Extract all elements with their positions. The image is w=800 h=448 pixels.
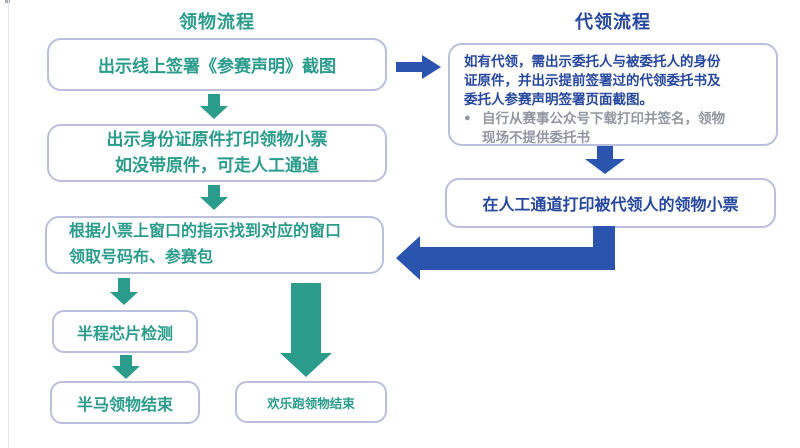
- pickup-step-label: 出示身份证原件打印领物小票: [106, 130, 328, 149]
- arrow-down-icon: [585, 146, 625, 174]
- proxy-step-note: ● 自行从赛事公众号下载打印并签名，领物 现场不提供委托书: [464, 109, 725, 147]
- pickup-step-find-window-box: 根据小票上窗口的指示找到对应的窗口 领取号码布、参赛包: [45, 216, 384, 274]
- pickup-step-label: 欢乐跑领物结束: [267, 396, 355, 411]
- proxy-step-label: 如有代领，需出示委托人与被委托人的身份: [464, 54, 721, 69]
- proxy-step-label: 委托人参赛声明签署页面截图。: [464, 92, 653, 107]
- pickup-step-label: 半马领物结束: [76, 396, 173, 414]
- pickup-step-fun-run-end-box: 欢乐跑领物结束: [235, 381, 387, 423]
- pickup-step-show-declaration-box: 出示线上签署《参赛声明》截图: [47, 38, 387, 91]
- pickup-step-show-id-box: 出示身份证原件打印领物小票 如没带原件，可走人工通道: [47, 124, 387, 182]
- proxy-step-print-ticket-box: 在人工通道打印被代领人的领物小票: [445, 178, 776, 228]
- arrow-down-icon: [200, 185, 228, 210]
- pickup-step-label: 出示线上签署《参赛声明》截图: [98, 57, 336, 76]
- bullet-icon: ●: [464, 112, 471, 124]
- proxy-step-label: 在人工通道打印被代领人的领物小票: [482, 197, 739, 214]
- arrow-right-icon: [396, 55, 441, 79]
- proxy-note-label: 自行从赛事公众号下载打印并签名，领物: [482, 111, 725, 126]
- proxy-step-requirements-box: 如有代领，需出示委托人与被委托人的身份 证原件，并出示提前签署过的代领委托书及 …: [448, 43, 778, 146]
- pickup-step-label: 领取号码布、参赛包: [69, 249, 214, 266]
- proxy-step-label: 证原件，并出示提前签署过的代领委托书及: [464, 73, 721, 88]
- pickup-step-half-marathon-end-box: 半马领物结束: [50, 381, 200, 424]
- arrow-elbow-left-icon: [396, 226, 615, 280]
- pickup-flow-title: 领物流程: [179, 12, 255, 32]
- arrow-down-long-icon: [280, 283, 332, 377]
- proxy-note-label: 现场不提供委托书: [482, 130, 590, 145]
- pickup-step-chip-check-box: 半程芯片检测: [52, 310, 198, 353]
- slide-edge-mark: [5, 0, 10, 3]
- arrow-down-icon: [200, 94, 228, 119]
- pickup-step-label: 如没带原件，可走人工通道: [115, 156, 319, 175]
- slide-edge-line: [8, 0, 9, 448]
- pickup-step-label: 根据小票上窗口的指示找到对应的窗口: [69, 223, 342, 240]
- arrow-down-icon: [112, 355, 140, 379]
- arrow-down-icon: [110, 278, 138, 305]
- proxy-flow-title: 代领流程: [575, 12, 651, 32]
- pickup-step-label: 半程芯片检测: [76, 325, 173, 343]
